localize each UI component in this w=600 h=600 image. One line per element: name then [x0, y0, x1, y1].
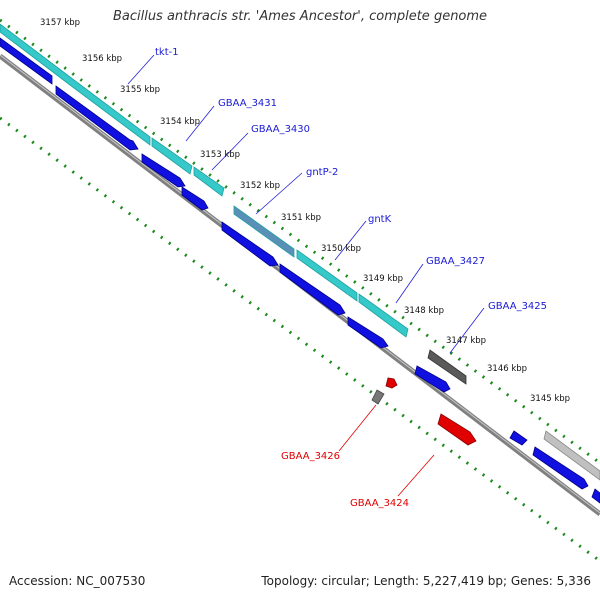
scale-label: 3147 kbp — [446, 336, 486, 346]
scale-label: 3148 kbp — [404, 306, 444, 316]
cds-gbaa-3425[interactable] — [427, 349, 467, 385]
gene-arrow-11[interactable] — [591, 488, 600, 504]
gene-arrow-2[interactable] — [55, 85, 139, 151]
red-label-leaders — [338, 404, 435, 497]
gene-arrow-3[interactable] — [141, 153, 186, 188]
gene-arrow-8[interactable] — [414, 365, 451, 393]
scale-label: 3157 kbp — [40, 18, 80, 28]
gene-label-gntp-2[interactable]: gntP-2 — [306, 167, 338, 178]
gene-label-tkt-1[interactable]: tkt-1 — [155, 47, 179, 58]
map-title: Bacillus anthracis str. 'Ames Ancestor',… — [112, 9, 488, 24]
scale-label: 3155 kbp — [120, 85, 160, 95]
gene-arrow-1[interactable] — [0, 37, 53, 85]
scale-label: 3150 kbp — [321, 244, 361, 254]
cds-gntk[interactable] — [296, 249, 358, 302]
inner-tick-track — [0, 116, 600, 563]
small-gray-feature[interactable] — [371, 389, 385, 405]
gene-label-gbaa-3424[interactable]: GBAA_3424 — [350, 498, 409, 509]
scale-label: 3153 kbp — [200, 150, 240, 160]
cds-tkt-1[interactable] — [0, 23, 151, 146]
cds-right-gray[interactable] — [543, 430, 600, 481]
gene-label-gbaa-3427[interactable]: GBAA_3427 — [426, 256, 485, 267]
scale-label: 3149 kbp — [363, 274, 403, 284]
outer-tick-track — [0, 18, 600, 465]
gene-arrow-9[interactable] — [509, 430, 528, 446]
cds-labels: tkt-1 GBAA_3431 GBAA_3430 gntP-2 gntK GB… — [155, 47, 547, 312]
scale-label: 3154 kbp — [160, 117, 200, 127]
cds-gbaa-3427[interactable] — [358, 293, 409, 338]
gene-arrow-4[interactable] — [181, 186, 209, 211]
scale-label: 3146 kbp — [487, 364, 527, 374]
gene-arrow-6[interactable] — [279, 263, 346, 316]
gene-arrow-5[interactable] — [221, 221, 279, 267]
red-gene-track — [385, 377, 477, 446]
red-gene-gbaa-3424[interactable] — [437, 413, 477, 446]
topology-summary: Topology: circular; Length: 5,227,419 bp… — [261, 574, 591, 588]
gene-arrow-7[interactable] — [347, 316, 389, 349]
scale-label: 3152 kbp — [240, 181, 280, 191]
gene-arrow-10[interactable] — [532, 446, 589, 490]
gene-label-gntk[interactable]: gntK — [368, 214, 392, 225]
gene-label-gbaa-3425[interactable]: GBAA_3425 — [488, 301, 547, 312]
cds-gbaa-3431[interactable] — [151, 137, 193, 175]
gene-labels-red: GBAA_3426 GBAA_3424 — [281, 451, 409, 509]
cds-gbaa-3430[interactable] — [193, 166, 225, 197]
cds-track — [0, 23, 600, 481]
label-leaders — [127, 54, 485, 354]
gene-label-gbaa-3431[interactable]: GBAA_3431 — [218, 98, 277, 109]
gene-label-gbaa-3430[interactable]: GBAA_3430 — [251, 124, 310, 135]
accession-text: Accession: NC_007530 — [9, 574, 146, 588]
scale-label: 3156 kbp — [82, 54, 122, 64]
red-gene-gbaa-3426[interactable] — [385, 377, 398, 389]
cds-gntp-2[interactable] — [233, 205, 295, 258]
scale-label: 3151 kbp — [281, 213, 321, 223]
scale-labels: 3157 kbp 3156 kbp 3155 kbp 3154 kbp 3153… — [40, 18, 570, 404]
scale-label: 3145 kbp — [530, 394, 570, 404]
gene-track — [0, 37, 600, 504]
gene-label-gbaa-3426[interactable]: GBAA_3426 — [281, 451, 340, 462]
